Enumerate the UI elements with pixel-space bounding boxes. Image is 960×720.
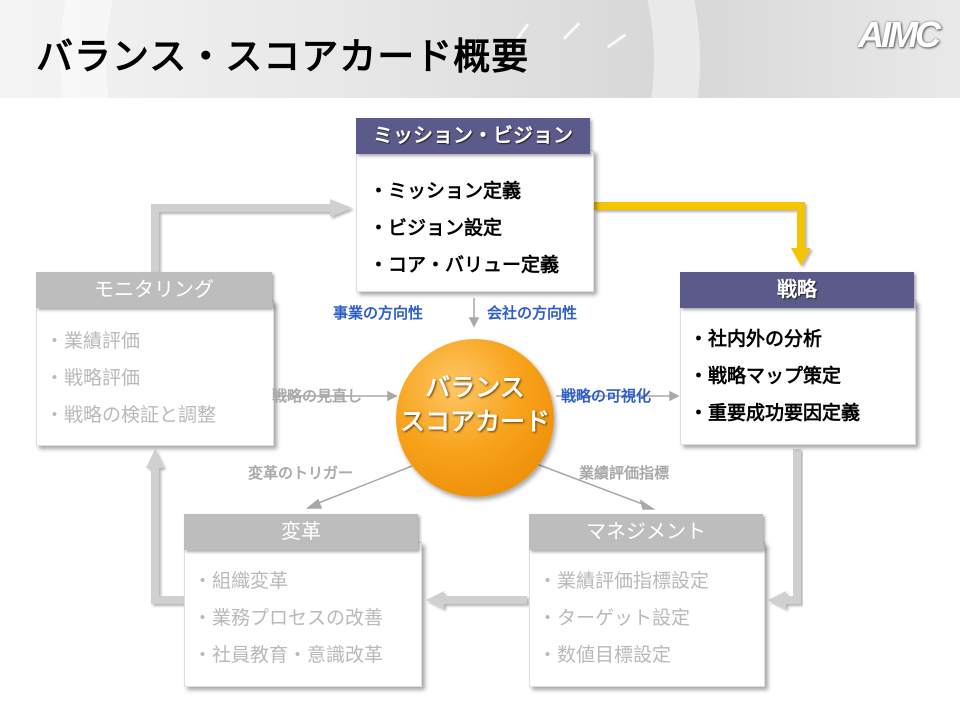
strategy-body: ・社内外の分析 ・戦略マップ策定 ・重要成功要因定義 [680, 300, 916, 445]
arrow-strategy-to-management [768, 449, 801, 609]
page-title: バランス・スコアカード概要 [36, 35, 530, 78]
arrow-monitoring-to-mission [151, 199, 352, 272]
monitoring-item: ・戦略評価 [45, 367, 141, 389]
label-strategy-visualization: 戦略の可視化 [561, 387, 652, 405]
center-label-line1: バランス [425, 373, 525, 402]
balanced-scorecard-circle: バランス スコアカード [396, 339, 554, 497]
strategy-item: ・社内外の分析 [689, 328, 823, 350]
reform-item: ・社員教育・意識改革 [193, 644, 384, 666]
strategy-item: ・戦略マップ策定 [689, 365, 842, 387]
management-header: マネジメント [529, 514, 763, 550]
monitoring-header: モニタリング [36, 272, 272, 308]
header-decoration [60, 0, 700, 98]
management-item: ・業績評価指標設定 [538, 570, 710, 592]
center-connectors [278, 298, 680, 510]
monitoring-item: ・業績評価 [45, 330, 141, 352]
strategy-header: 戦略 [680, 272, 914, 308]
label-strategy-review: 戦略の見直し [272, 387, 363, 405]
arrow-management-to-reform [426, 591, 527, 609]
label-business-direction: 事業の方向性 [333, 304, 424, 322]
management-item: ・数値目標設定 [538, 644, 672, 666]
management-body: ・業績評価指標設定 ・ターゲット設定 ・数値目標設定 [529, 542, 765, 687]
mission-vision-header: ミッション・ビジョン [356, 118, 590, 154]
center-label-line2: スコアカード [399, 407, 550, 436]
label-company-direction: 会社の方向性 [487, 304, 578, 322]
mission-item: ・ビジョン設定 [369, 217, 503, 239]
monitoring-item: ・戦略の検証と調整 [45, 404, 217, 426]
reform-header: 変革 [184, 514, 418, 550]
label-reform-trigger: 変革のトリガー [248, 464, 354, 482]
arrow-reform-to-monitoring [146, 449, 184, 604]
arrow-mission-to-strategy [594, 202, 811, 266]
reform-body: ・組織変革 ・業務プロセスの改善 ・社員教育・意識改革 [184, 542, 422, 687]
monitoring-body: ・業績評価 ・戦略評価 ・戦略の検証と調整 [36, 300, 274, 446]
management-item: ・ターゲット設定 [538, 607, 691, 629]
label-performance-indicator: 業績評価指標 [579, 464, 670, 482]
mission-vision-body: ・ミッション定義 ・ビジョン設定 ・コア・バリュー定義 [356, 150, 594, 292]
strategy-item: ・重要成功要因定義 [689, 402, 861, 424]
reform-item: ・組織変革 [193, 570, 289, 592]
header-band [0, 0, 960, 98]
mission-item: ・ミッション定義 [369, 180, 522, 202]
mission-item: ・コア・バリュー定義 [369, 254, 560, 276]
reform-item: ・業務プロセスの改善 [193, 607, 384, 629]
company-logo: AIMC [858, 14, 941, 55]
